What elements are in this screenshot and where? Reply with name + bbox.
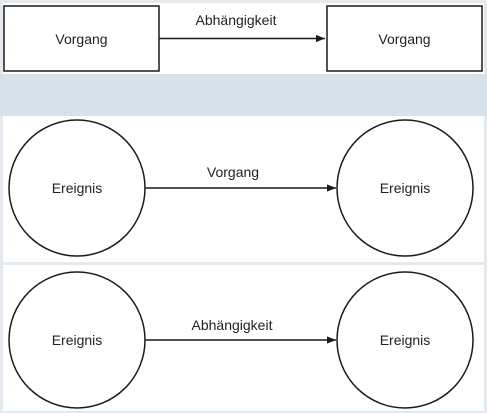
activity-box-right (326, 5, 483, 72)
separator-band (0, 74, 487, 116)
activity-box-left-label: Vorgang (55, 31, 107, 47)
event-circle-right (336, 271, 474, 409)
diagram-1: Vorgang Abhängigkeit Vorgang (3, 5, 483, 72)
event-circle-right (336, 119, 474, 257)
diagram-2: Ereignis Vorgang Ereignis (8, 119, 474, 257)
dependency-arrow-label: Abhängigkeit (196, 12, 277, 28)
event-circle-right-label: Ereignis (380, 180, 431, 196)
activity-box-right-label: Vorgang (378, 31, 430, 47)
activity-box-left (3, 5, 160, 72)
event-circle-right-label: Ereignis (380, 332, 431, 348)
activity-arrow-label: Vorgang (207, 164, 259, 180)
diagram-3: Ereignis Abhängigkeit Ereignis (8, 271, 474, 409)
dependency-arrow-label: Abhängigkeit (192, 317, 273, 333)
event-circle-left-label: Ereignis (52, 180, 103, 196)
event-circle-left-label: Ereignis (52, 332, 103, 348)
